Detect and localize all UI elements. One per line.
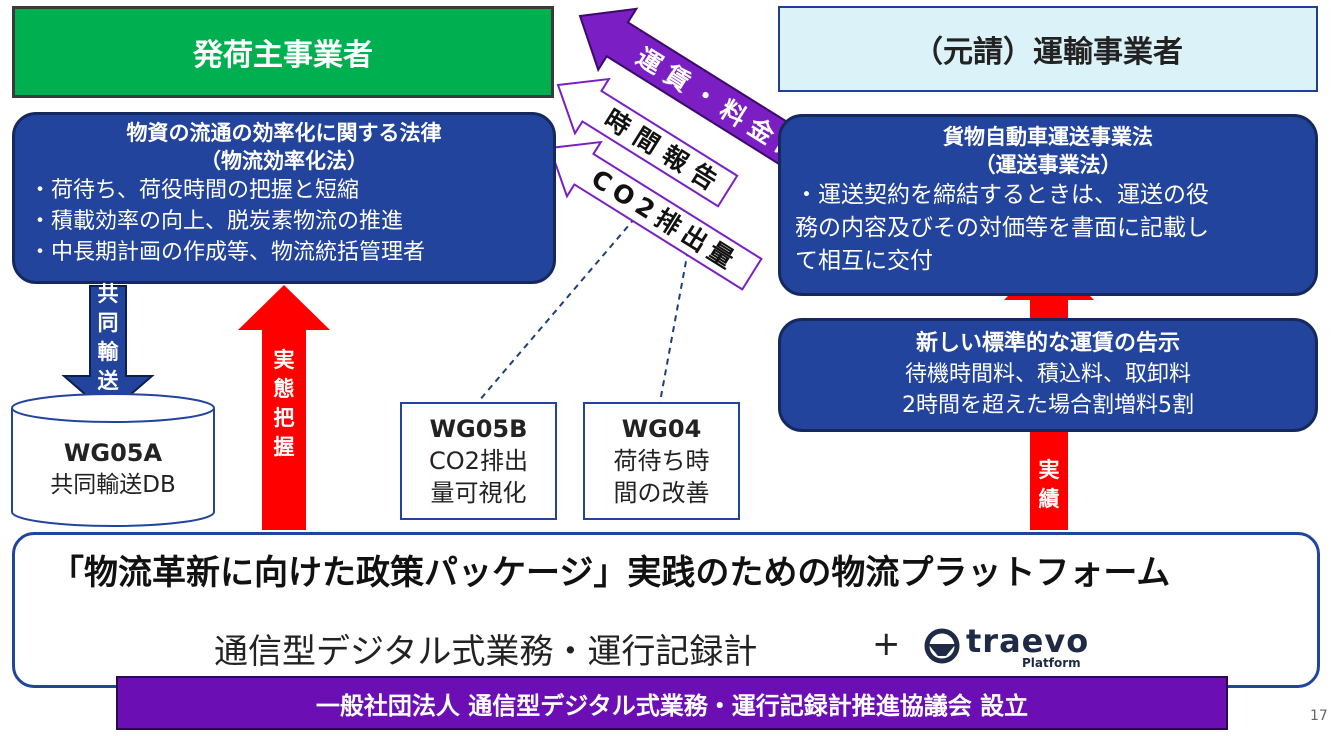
traevo-wordmark: traevo [966,622,1090,660]
transport-title: 貨物自動車運送事業法 [943,125,1153,149]
wg05b-title: WG05B [429,415,528,443]
wg04-box: WG04 荷待ち時 間の改善 [583,402,740,520]
law-item: ・荷待ち、荷役時間の把握と短縮 [29,178,360,203]
actual-status-label: 実態把握 [273,348,295,459]
transport-line: ・運送契約を締結するときは、運送の役 [795,182,1209,208]
steering-wheel-icon [924,628,960,664]
plus-sign: + [872,624,901,664]
results-label: 実績 [1038,458,1060,511]
red-arrow-actual [238,285,330,530]
transport-line: て相互に交付 [795,248,933,274]
law-title: 物資の流通の効率化に関する法律 [126,121,442,145]
wg04-sub: 間の改善 [613,479,710,507]
dashed-connector-wg04 [659,217,695,403]
platform-box [12,532,1320,688]
fare-line: 2時間を超えた場合割増料5割 [902,393,1194,418]
carrier-box: （元請）運輸事業者 [778,6,1318,92]
wg04-title: WG04 [621,415,702,443]
wg05b-sub: CO2排出 [429,447,528,475]
cylinder-wg05a [11,393,215,527]
platform-subtitle: 通信型デジタル式業務・運行記録計 [214,632,758,672]
shipper-box: 発荷主事業者 [12,6,554,98]
wg05a-title: WG05A [63,439,163,467]
wg05b-sub: 量可視化 [430,479,527,507]
logistics-efficiency-law-box: 物資の流通の効率化に関する法律 （物流効率化法） ・荷待ち、荷役時間の把握と短縮… [12,112,556,284]
wg05a-sub: 共同輸送DB [50,472,176,498]
transport-line: 務の内容及びその対価等を書面に記載し [795,215,1209,241]
transport-law-box: 貨物自動車運送事業法 （運送事業法） ・運送契約を締結するときは、運送の役 務の… [778,114,1318,296]
traevo-logo: traevo Platform [922,622,1102,672]
law-item: ・積載効率の向上、脱炭素物流の推進 [29,209,404,234]
wg05b-box: WG05B CO2排出 量可視化 [400,402,557,520]
wg05a-box: WG05A 共同輸送DB [12,424,214,514]
page-number: 17 [1310,708,1328,724]
standard-fare-box: 新しい標準的な運賃の告示 待機時間料、積込料、取卸料 2時間を超えた場合割増料5… [778,318,1318,432]
fare-title: 新しい標準的な運賃の告示 [915,331,1180,356]
transport-subtitle: （運送事業法） [974,153,1122,177]
dashed-connector-wg05b [477,217,636,403]
joint-transport-label: 共同輸送 [97,282,119,393]
law-subtitle: （物流効率化法） [200,149,368,173]
traevo-platform-text: Platform [1022,656,1081,670]
council-banner: 一般社団法人 通信型デジタル式業務・運行記録計推進協議会 設立 [116,676,1228,730]
law-item: ・中長期計画の作成等、物流統括管理者 [29,240,426,265]
platform-title: 「物流革新に向けた政策パッケージ」実践のための物流プラットフォーム [50,553,1171,593]
fare-line: 待機時間料、積込料、取卸料 [904,362,1191,387]
wg04-sub: 荷待ち時 [613,447,710,475]
